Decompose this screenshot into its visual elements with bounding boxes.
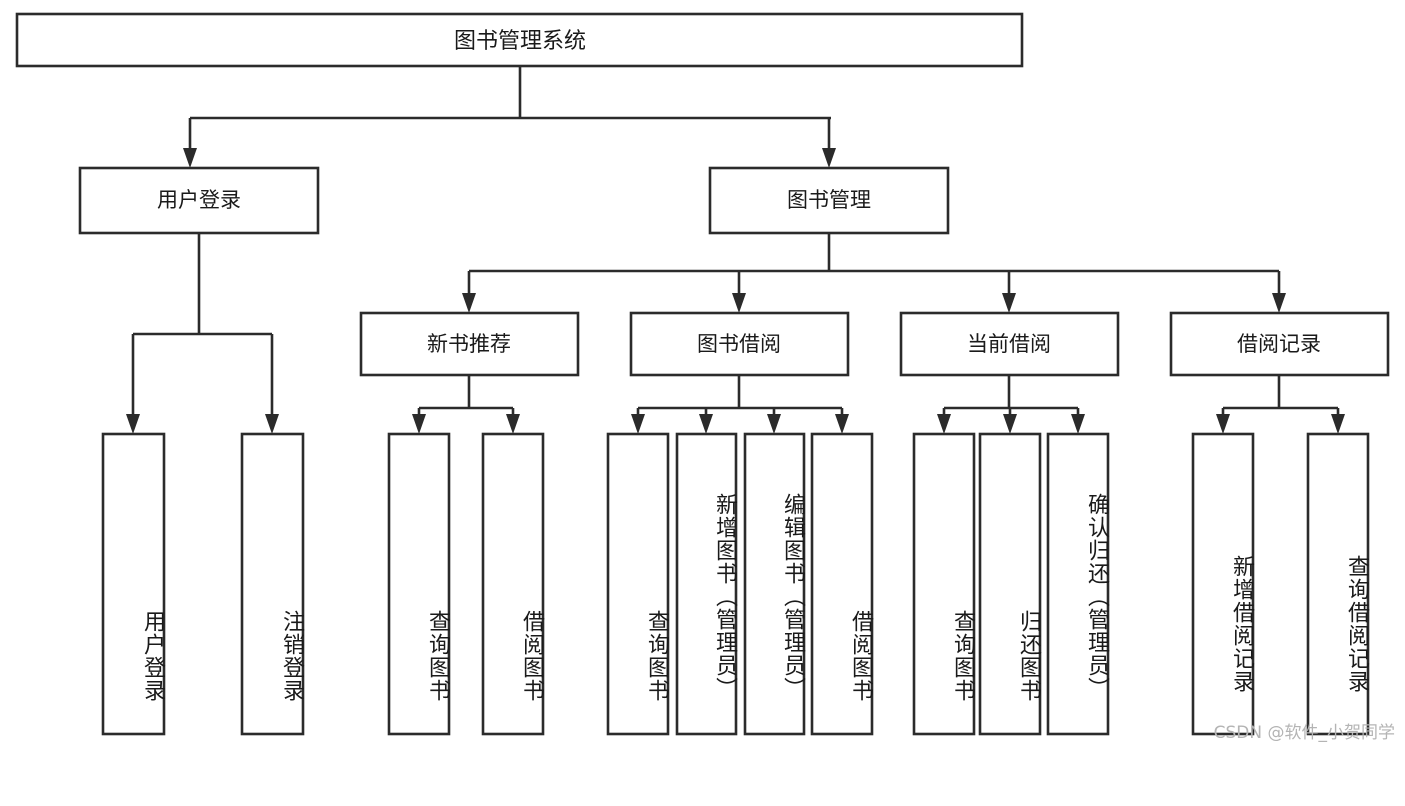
node-new-book-rec-label: 新书推荐 xyxy=(427,332,511,356)
arrow-head-icon xyxy=(732,293,746,313)
leaf-user-login-box[interactable] xyxy=(101,432,166,736)
leaf-confirm-return-box[interactable] xyxy=(1046,432,1110,736)
node-new-book-rec[interactable]: 新书推荐 xyxy=(359,311,580,377)
leaf-query-book-1-box[interactable] xyxy=(387,432,451,736)
leaf-query-book-2-box[interactable] xyxy=(606,432,670,736)
node-book-manage-label: 图书管理 xyxy=(787,188,871,212)
leaf-edit-book-box[interactable] xyxy=(743,432,806,736)
leaf-add-record-box[interactable] xyxy=(1191,432,1255,736)
arrow-head-icon xyxy=(462,293,476,313)
arrow-head-icon xyxy=(1272,293,1286,313)
leaf-return-book-box[interactable] xyxy=(978,432,1042,736)
leaf-borrow-book-1-box[interactable] xyxy=(481,432,545,736)
diagram-canvas: 图书管理系统 用户登录 图书管理 xyxy=(0,12,1405,736)
node-borrow-record-label: 借阅记录 xyxy=(1237,332,1321,356)
functional-structure-diagram: 图书管理系统 用户登录 图书管理 xyxy=(0,12,1405,743)
connector-book-manage-to-level3 xyxy=(462,233,1286,313)
connector-book-borrow-to-leaves xyxy=(631,375,849,434)
leaf-boxes xyxy=(101,432,1370,736)
connector-user-login-to-leaves xyxy=(126,233,279,434)
connector-root-to-level2 xyxy=(0,66,1405,168)
node-current-borrow-box[interactable] xyxy=(899,311,1120,377)
node-root-label: 图书管理系统 xyxy=(454,29,586,54)
leaf-query-record-box[interactable] xyxy=(1306,432,1370,736)
node-user-login-box[interactable] xyxy=(78,166,320,235)
node-book-borrow[interactable]: 图书借阅 xyxy=(629,311,850,377)
node-root-box[interactable] xyxy=(15,12,1024,68)
arrow-head-icon xyxy=(822,148,836,168)
node-new-book-rec-box[interactable] xyxy=(359,311,580,377)
leaf-add-book-box[interactable] xyxy=(675,432,738,736)
node-current-borrow-label: 当前借阅 xyxy=(967,332,1051,356)
node-book-borrow-label: 图书借阅 xyxy=(697,332,781,356)
node-root[interactable]: 图书管理系统 xyxy=(15,12,1024,68)
node-user-login-label: 用户登录 xyxy=(157,188,241,212)
leaf-borrow-book-2-box[interactable] xyxy=(810,432,874,736)
node-current-borrow[interactable]: 当前借阅 xyxy=(899,311,1120,377)
connector-borrow-record-to-leaves xyxy=(1216,375,1345,434)
leaf-logout-box[interactable] xyxy=(240,432,305,736)
node-user-login[interactable]: 用户登录 xyxy=(78,166,320,235)
arrow-head-icon xyxy=(126,414,140,434)
arrow-head-icon xyxy=(183,148,197,168)
node-borrow-record[interactable]: 借阅记录 xyxy=(1169,311,1390,377)
connector-current-borrow-to-leaves xyxy=(937,375,1085,434)
leaf-query-book-3-box[interactable] xyxy=(912,432,976,736)
csdn-watermark: CSDN @软件_小贺同学 xyxy=(1213,723,1395,743)
arrow-head-icon xyxy=(265,414,279,434)
arrow-head-icon xyxy=(1002,293,1016,313)
connector-new-book-rec-to-leaves xyxy=(412,375,520,434)
node-book-manage[interactable]: 图书管理 xyxy=(708,166,950,235)
